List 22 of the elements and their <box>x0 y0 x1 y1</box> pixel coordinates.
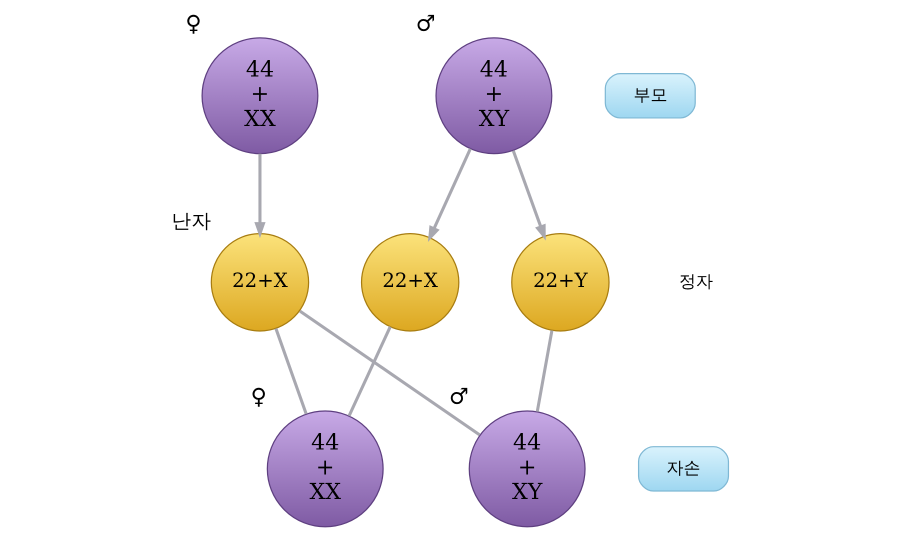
arrow <box>427 148 472 242</box>
node-circle: 22+Y <box>510 233 610 332</box>
node-circle: 22+X <box>360 233 459 332</box>
node-label: ♂ <box>448 384 468 410</box>
node-label: ♂ <box>415 11 436 38</box>
node-circle: 44 + XY <box>468 410 586 528</box>
node-label: ♀ <box>250 384 266 410</box>
connector <box>535 330 553 412</box>
node-circle: 22+X <box>210 233 309 332</box>
node-label: ♀ <box>184 11 202 38</box>
node-circle: 44 + XY <box>434 37 552 154</box>
node-box: 자손 <box>637 446 729 492</box>
node-label: 난자 <box>171 209 212 232</box>
arrow <box>511 150 546 241</box>
connector <box>347 326 392 417</box>
node-circle: 44 + XX <box>200 37 318 154</box>
connector <box>274 328 308 414</box>
connector <box>298 310 480 436</box>
node-circle: 44 + XX <box>266 410 384 528</box>
arrow <box>254 154 266 238</box>
node-box: 부모 <box>604 73 696 119</box>
label: 정자 <box>678 272 712 292</box>
